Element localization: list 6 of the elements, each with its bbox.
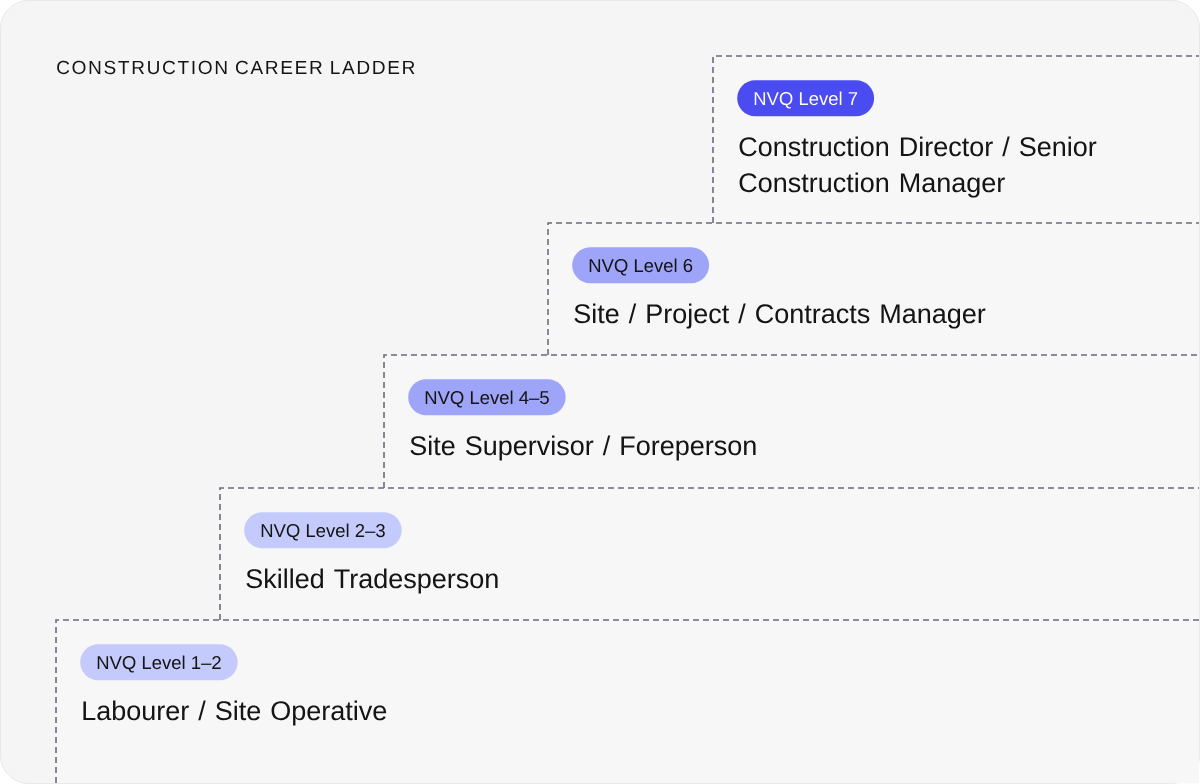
level-badge: NVQ Level 2–3	[244, 512, 402, 549]
level-badge: NVQ Level 4–5	[408, 379, 566, 416]
level-badge: NVQ Level 6	[572, 247, 710, 284]
level-badge: NVQ Level 7	[737, 80, 875, 117]
diagram-title: CONSTRUCTION CAREER LADDER	[57, 60, 415, 75]
level-badge: NVQ Level 1–2	[80, 644, 238, 681]
